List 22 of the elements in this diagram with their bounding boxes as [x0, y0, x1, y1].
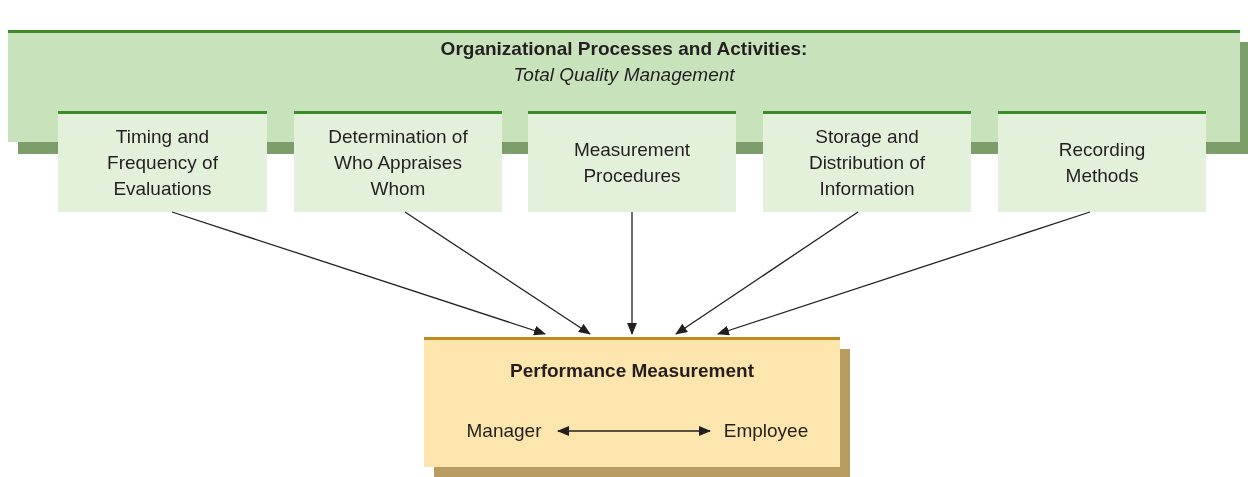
- band-subtitle: Total Quality Management: [513, 62, 735, 87]
- node-label: Manager: [466, 419, 542, 443]
- arrow: [557, 426, 711, 436]
- node-label: Employee: [723, 419, 809, 443]
- process-box: [294, 111, 502, 212]
- process-box: [528, 111, 736, 212]
- arrow: [627, 211, 637, 335]
- process-box: [58, 111, 267, 212]
- arrow: [404, 211, 591, 335]
- result-box: [424, 337, 840, 467]
- box-label: Measurement Procedures: [572, 138, 692, 188]
- arrow: [717, 211, 1091, 336]
- arrow: [675, 211, 859, 335]
- box-label: Determination of Who Appraises Whom: [327, 125, 469, 201]
- band-title: Organizational Processes and Activities:: [440, 36, 808, 61]
- box-title: Performance Measurement: [510, 359, 754, 383]
- process-box: [763, 111, 971, 212]
- arrow: [171, 211, 546, 336]
- box-label: Storage and Distribution of Information: [807, 125, 927, 201]
- box-label: Recording Methods: [1057, 138, 1147, 188]
- box-label: Timing and Frequency of Evaluations: [106, 125, 219, 201]
- process-box: [998, 111, 1206, 212]
